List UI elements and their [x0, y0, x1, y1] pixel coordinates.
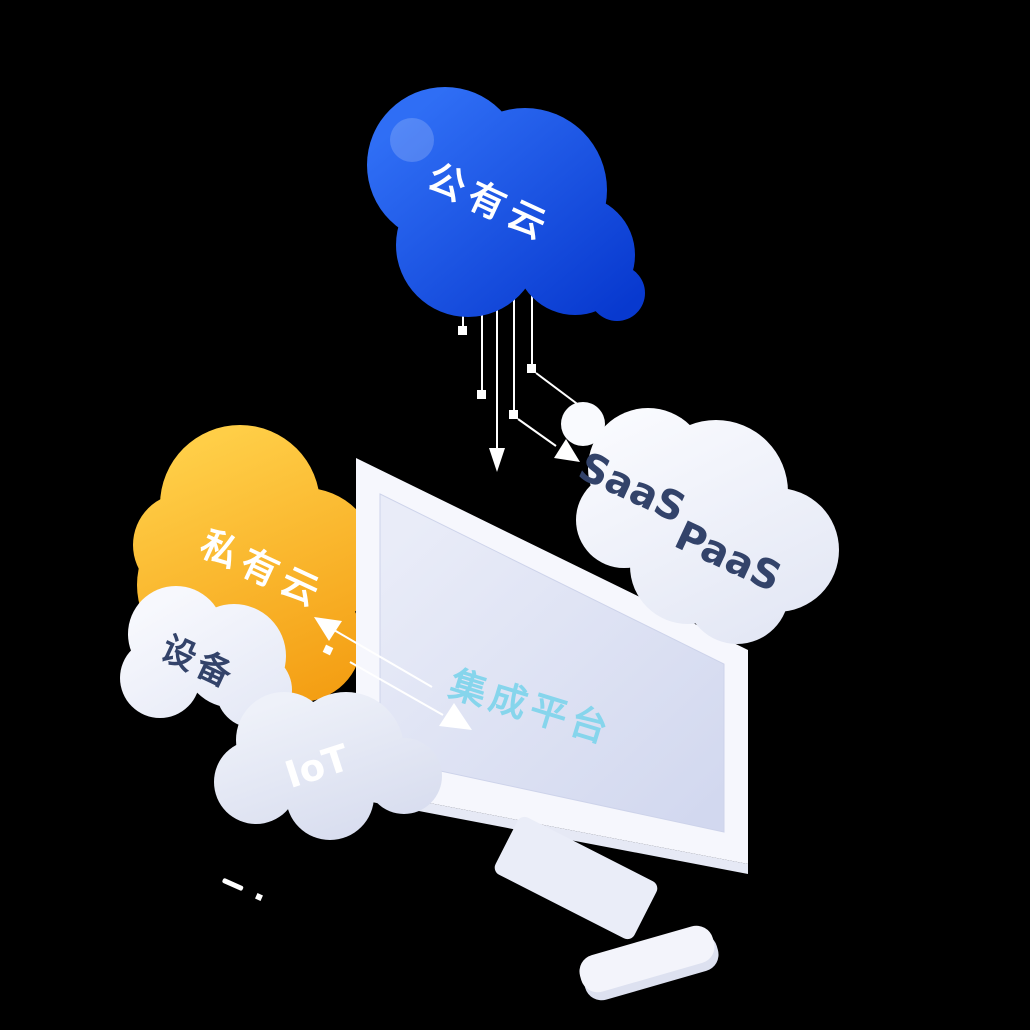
left-arrow-icon — [314, 617, 342, 641]
exchange-arrows — [314, 617, 472, 730]
connector-node — [458, 326, 467, 335]
right-arrow-icon — [439, 703, 472, 730]
down-arrow-icon — [489, 448, 505, 472]
connector-node — [477, 390, 486, 399]
sparkle — [255, 893, 263, 901]
monitor-stand-neck — [494, 816, 658, 940]
cloud-puff — [120, 638, 200, 718]
cloud-puff — [366, 738, 442, 814]
sparkle — [222, 878, 244, 891]
monitor: 集成平台 — [356, 458, 748, 1001]
cloud-puff — [589, 265, 645, 321]
monitor-stand-base — [579, 925, 715, 993]
arrow-tail-line — [349, 661, 444, 716]
cloud-highlight — [390, 118, 434, 162]
connector-node — [527, 364, 536, 373]
diagonal-arrow-icon — [554, 439, 580, 462]
saas-paas-cloud: SaaS PaaS — [561, 402, 839, 644]
connector-node — [322, 644, 334, 656]
public-cloud: 公有云 — [367, 87, 645, 321]
arrow-tail-line — [333, 629, 433, 688]
cloud-puff — [214, 740, 298, 824]
cloud-puff — [685, 540, 789, 644]
cloud-puff — [396, 173, 540, 317]
cloud-puff — [286, 752, 374, 840]
connector-node — [509, 410, 518, 419]
monitor-screen — [379, 493, 725, 833]
iot-cloud: IoT — [214, 692, 442, 840]
connector-line — [517, 418, 557, 447]
cloud-puff — [561, 402, 605, 446]
sparkles — [222, 878, 263, 901]
